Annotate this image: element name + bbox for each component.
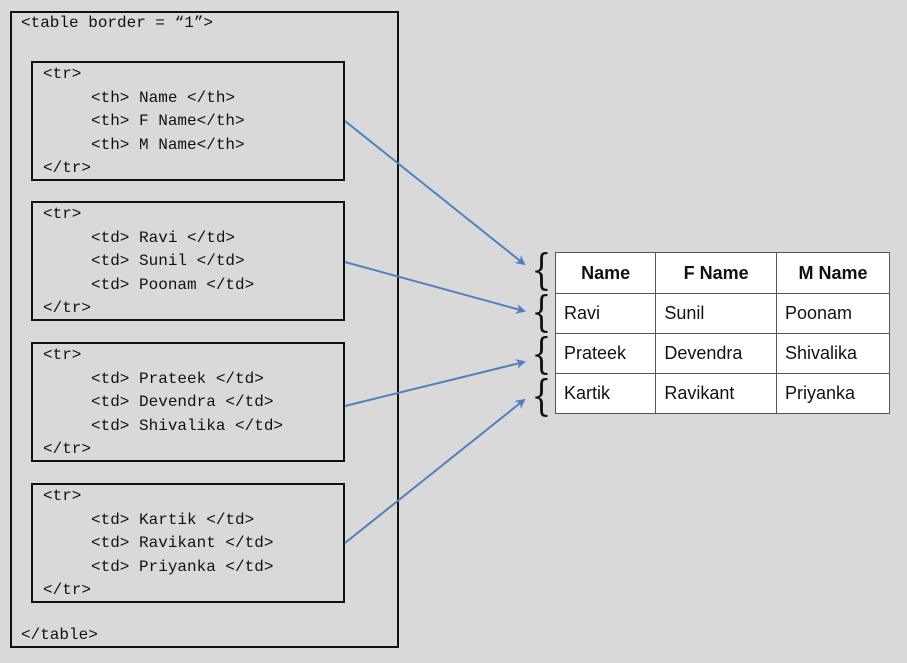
table-cell: Kartik [554,373,657,414]
table-cell: Ravi [554,293,657,334]
brace-icon: { [531,371,552,420]
tr-open-tag: <tr> [43,346,82,364]
arrow-row-2 [344,359,526,407]
tr-open-tag: <tr> [43,205,82,223]
cell-tag: <td> Ravi </td> [91,228,236,247]
cell-tag: <th> F Name</th> [91,112,245,130]
cell-tag: <td> Kartik </td> [91,510,255,529]
rendered-table: Name F Name M Name Ravi Sunil Poonam Pra… [554,252,891,414]
table-cell: Shivalika [775,333,891,374]
arrow-row-1 [344,261,526,314]
cell-tag: <td> Shivalika </td> [91,416,284,435]
tr-code: <tr> <td> Prateek </td> <td> Devendra </td… [43,344,283,462]
cell-tag: <td> Priyanka </td> [91,557,274,576]
cell-tag: <td> Ravikant </td> [91,534,274,552]
tr-open-tag: <tr> [43,487,82,505]
table-row: Prateek Devendra Shivalika [554,333,891,374]
table-cell: Poonam [775,293,891,334]
tr-code: <tr> <td> Kartik </td> <td> Ravikant </td>… [43,485,273,603]
brace-icon: { [531,245,552,294]
table-open-tag: <table border = “1”> [21,14,214,32]
tr-block-row-1: <tr> <td> Ravi </td> <td> Sunil </td> <td> … [31,201,345,321]
table-row: Kartik Ravikant Priyanka [554,373,891,414]
table-cell: Priyanka [775,373,891,414]
tr-block-header: <tr> <th> Name </th> <th> F Name</th> <th> … [31,61,345,181]
cell-tag: <td> Prateek </td> [91,369,264,388]
table-cell: Devendra [655,333,777,374]
brace-icon: { [531,329,552,378]
table-cell: Ravikant [655,373,777,414]
cell-tag: <th> M Name</th> [91,135,245,154]
table-code-block [10,11,399,648]
tr-block-row-2: <tr> <td> Prateek </td> <td> Devendra </td… [31,342,345,462]
tr-close-tag: </tr> [43,159,92,177]
table-row: Ravi Sunil Poonam [554,293,891,334]
table-cell: Prateek [554,333,657,374]
table-cell: Sunil [655,293,777,334]
cell-tag: <td> Sunil </td> [91,252,245,270]
tr-close-tag: </tr> [43,299,92,317]
arrow-row-3 [344,398,526,544]
tr-open-tag: <tr> [43,65,82,83]
header-name: Name [554,252,657,294]
header-m-name: M Name [775,252,891,294]
table-header-row: Name F Name M Name [554,252,891,294]
arrow-header [344,120,526,266]
tr-code: <tr> <th> Name </th> <th> F Name</th> <th> … [43,63,245,181]
tr-close-tag: </tr> [43,440,92,458]
cell-tag: <td> Poonam </td> [91,275,255,294]
header-f-name: F Name [655,252,777,294]
table-close-tag: </table> [21,626,98,644]
brace-icon: { [531,287,552,336]
cell-tag: <th> Name </th> [91,88,236,107]
cell-tag: <td> Devendra </td> [91,393,274,411]
tr-code: <tr> <td> Ravi </td> <td> Sunil </td> <td> … [43,203,254,321]
tr-close-tag: </tr> [43,581,92,599]
tr-block-row-3: <tr> <td> Kartik </td> <td> Ravikant </td>… [31,483,345,603]
